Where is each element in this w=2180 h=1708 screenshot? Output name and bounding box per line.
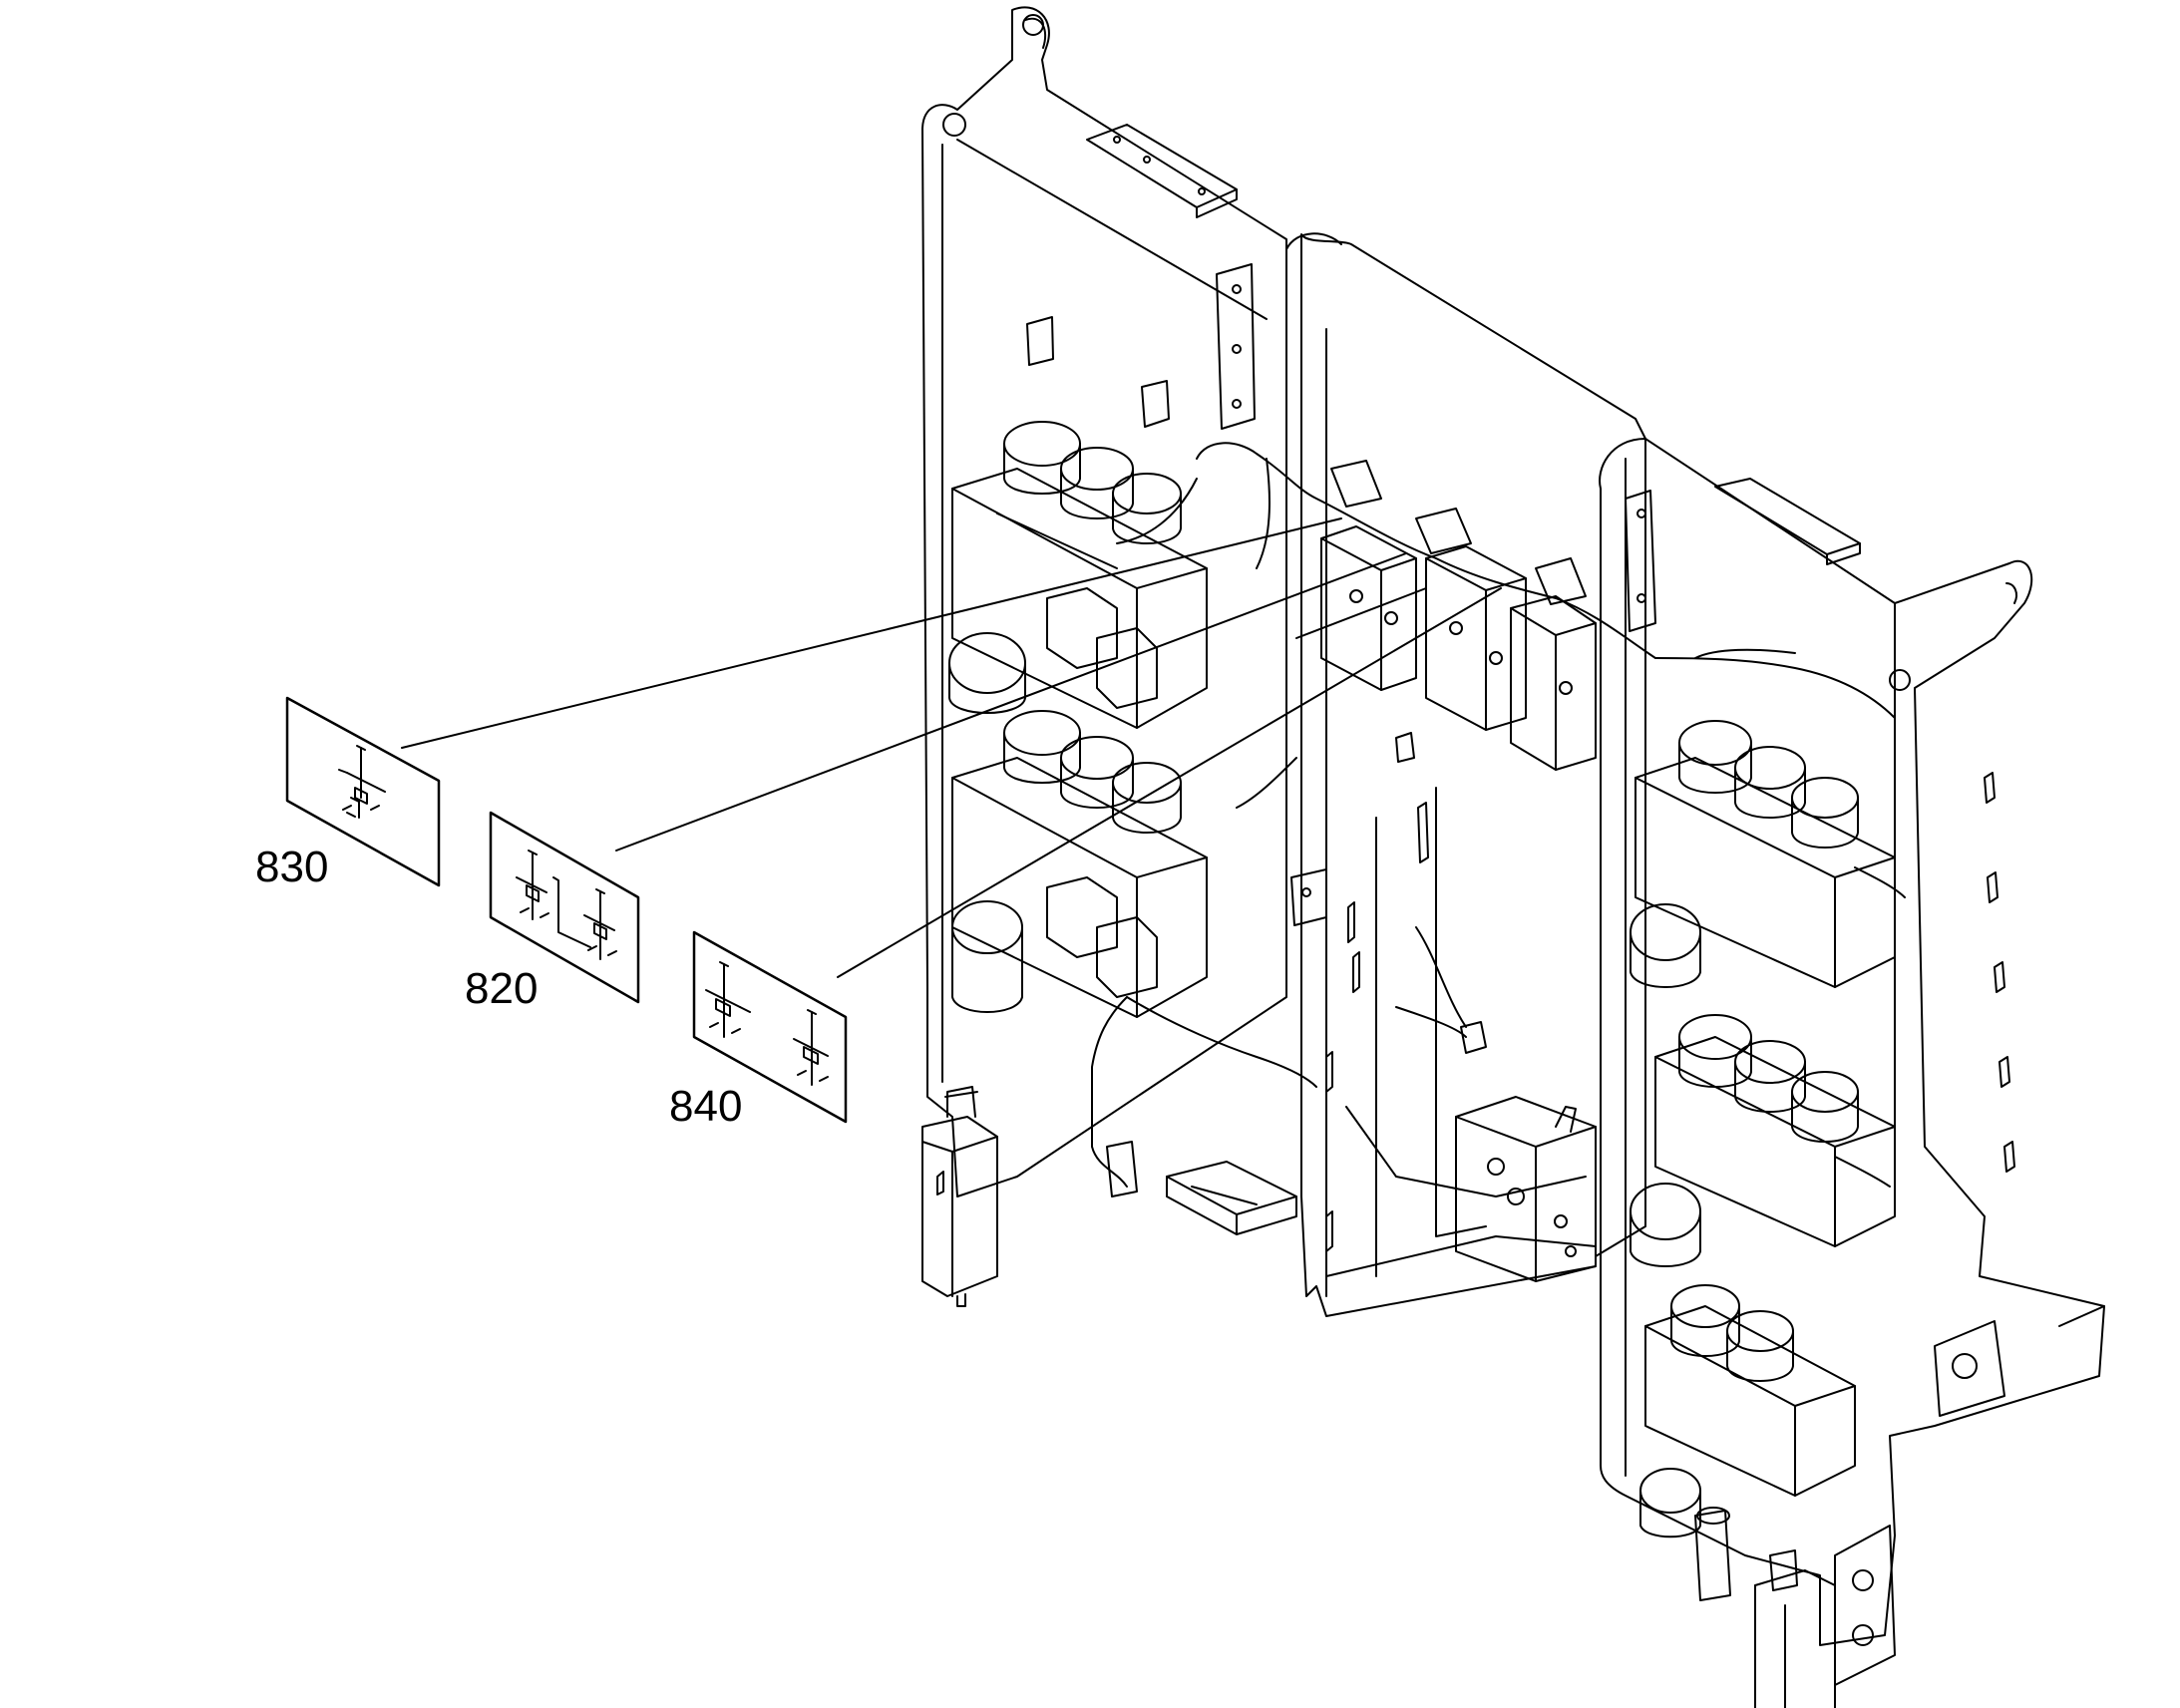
valve-assembly-right-3: [1639, 1284, 1856, 1601]
wiring-symbol-840b: [793, 1009, 829, 1086]
callout-820: 820: [465, 964, 539, 1013]
leader-line-830: [401, 517, 1342, 749]
left-bottom-pillar: [921, 1086, 998, 1307]
leader-lines: [401, 517, 1502, 978]
valve-assembly-left-upper: [948, 421, 1208, 729]
leader-line-840: [837, 587, 1502, 978]
middle-frame-panel: [1285, 232, 1646, 1317]
wiring-symbol-820b: [583, 888, 617, 960]
callout-840: 840: [669, 1082, 743, 1131]
valve-assembly-right-2: [1630, 1014, 1896, 1267]
wiring-harness: [1091, 442, 1906, 1188]
callout-830: 830: [255, 843, 329, 891]
valve-assembly-right-1: [1630, 720, 1896, 988]
right-frame-panel: [1599, 438, 2105, 1686]
decal-card-820: [489, 811, 640, 1004]
leader-line-840b: [1295, 587, 1427, 639]
valve-assembly-left-lower: [951, 710, 1208, 1018]
leader-line-820: [615, 552, 1407, 852]
wiring-symbol-840a: [705, 961, 751, 1038]
left-frame-panel: [921, 6, 1287, 1197]
wiring-symbol-820a: [516, 850, 591, 948]
decal-card-830: [285, 696, 441, 887]
central-electronics-rack: [1320, 460, 1597, 771]
bottom-plate-assembly: [1106, 1141, 1297, 1235]
right-bottom-pillar: [1754, 1549, 1836, 1708]
wiring-symbol-830: [338, 745, 386, 819]
decal-card-840: [692, 930, 848, 1124]
